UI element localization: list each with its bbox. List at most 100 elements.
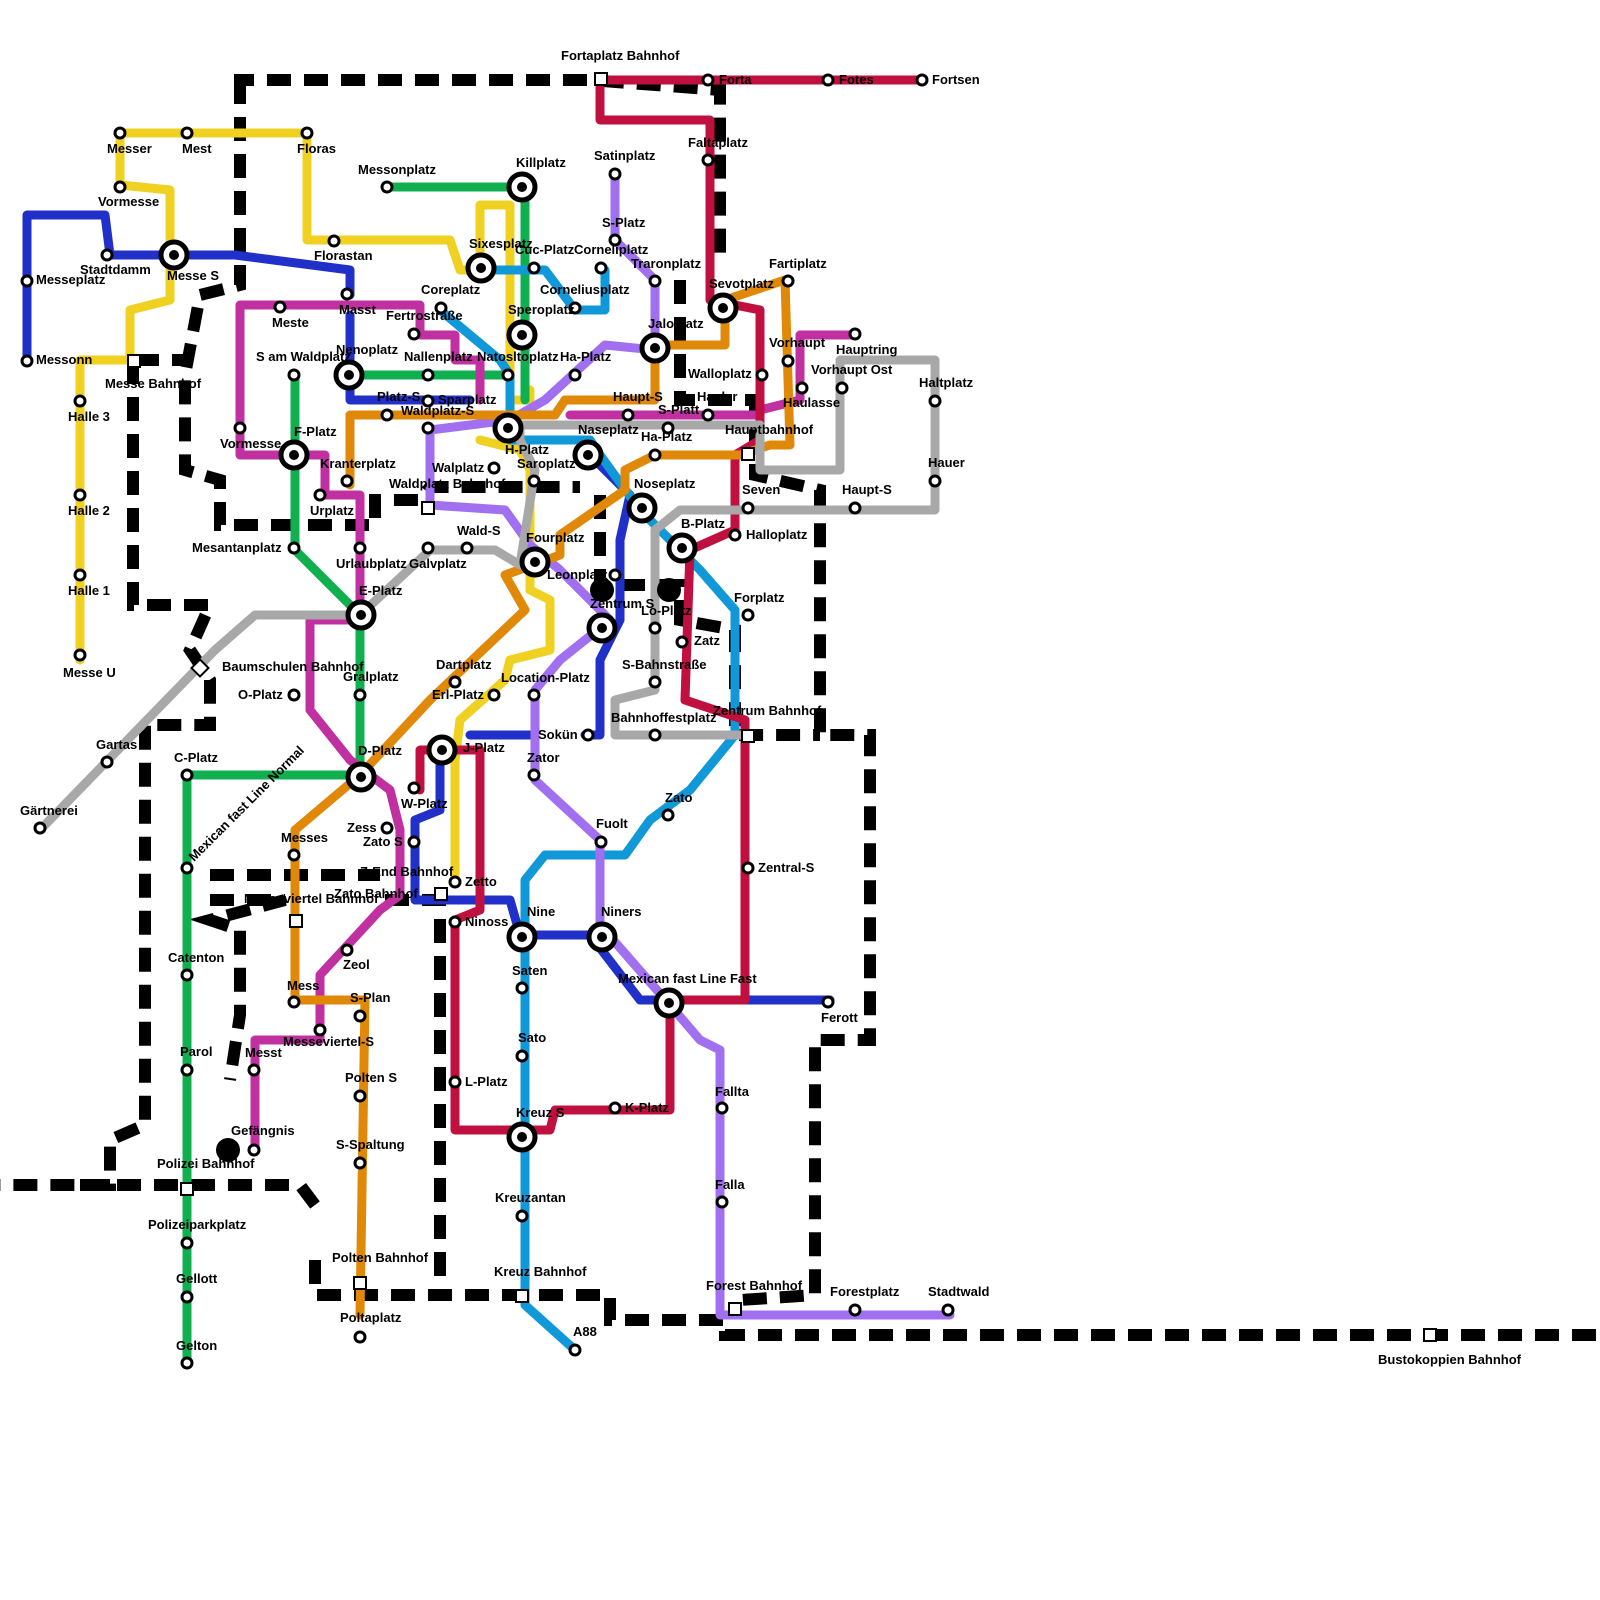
stop[interactable] — [382, 823, 392, 833]
stop[interactable] — [783, 356, 793, 366]
stop[interactable] — [275, 302, 285, 312]
station-square[interactable] — [435, 888, 447, 900]
stop[interactable] — [182, 128, 192, 138]
interchange-d-platz[interactable] — [348, 764, 374, 790]
interchange-niners[interactable] — [589, 924, 615, 950]
station-square[interactable] — [1424, 1329, 1436, 1341]
stop[interactable] — [342, 289, 352, 299]
stop[interactable] — [650, 276, 660, 286]
stop[interactable] — [823, 997, 833, 1007]
interchange-sixesplatz[interactable] — [468, 255, 494, 281]
stop[interactable] — [917, 75, 927, 85]
interchange-killplatz[interactable] — [509, 174, 535, 200]
stop[interactable] — [409, 329, 419, 339]
stop[interactable] — [529, 476, 539, 486]
interchange-noseplatz[interactable] — [629, 495, 655, 521]
interchange-fourplatz[interactable] — [522, 549, 548, 575]
stop[interactable] — [610, 1103, 620, 1113]
interchange-naseplatz[interactable] — [575, 442, 601, 468]
stop[interactable] — [570, 1345, 580, 1355]
stop[interactable] — [182, 1238, 192, 1248]
stop[interactable] — [355, 543, 365, 553]
interchange-nenoplatz[interactable] — [336, 362, 362, 388]
stop[interactable] — [355, 690, 365, 700]
stop[interactable] — [583, 730, 593, 740]
stop[interactable] — [75, 650, 85, 660]
stop[interactable] — [329, 236, 339, 246]
stop[interactable] — [289, 370, 299, 380]
station-square[interactable] — [729, 1303, 741, 1315]
stop[interactable] — [930, 396, 940, 406]
station-square[interactable] — [742, 730, 754, 742]
station-square[interactable] — [181, 1183, 193, 1195]
stop[interactable] — [489, 463, 499, 473]
station-square[interactable] — [290, 915, 302, 927]
stop[interactable] — [102, 250, 112, 260]
stop[interactable] — [182, 970, 192, 980]
stop[interactable] — [596, 263, 606, 273]
station-square[interactable] — [128, 355, 140, 367]
stop[interactable] — [717, 1197, 727, 1207]
stop[interactable] — [529, 770, 539, 780]
stop[interactable] — [517, 1211, 527, 1221]
stop[interactable] — [703, 75, 713, 85]
stop[interactable] — [342, 945, 352, 955]
stop[interactable] — [182, 1292, 192, 1302]
stop[interactable] — [837, 383, 847, 393]
stop[interactable] — [650, 730, 660, 740]
interchange-e-platz[interactable] — [348, 602, 374, 628]
interchange-jaloplatz[interactable] — [642, 335, 668, 361]
stop[interactable] — [35, 823, 45, 833]
stop[interactable] — [355, 1011, 365, 1021]
stop[interactable] — [943, 1305, 953, 1315]
stop[interactable] — [623, 410, 633, 420]
stop[interactable] — [289, 543, 299, 553]
stop[interactable] — [409, 783, 419, 793]
stop[interactable] — [517, 983, 527, 993]
stop[interactable] — [182, 863, 192, 873]
stop[interactable] — [289, 997, 299, 1007]
stop[interactable] — [382, 410, 392, 420]
stop[interactable] — [382, 182, 392, 192]
stop[interactable] — [503, 370, 513, 380]
stop[interactable] — [650, 623, 660, 633]
stop[interactable] — [703, 155, 713, 165]
stop[interactable] — [75, 570, 85, 580]
stop[interactable] — [249, 1145, 259, 1155]
stop[interactable] — [529, 263, 539, 273]
stop[interactable] — [529, 690, 539, 700]
interchange-mexican-fast[interactable] — [656, 990, 682, 1016]
stop[interactable] — [355, 1158, 365, 1168]
stop[interactable] — [315, 490, 325, 500]
stop[interactable] — [850, 329, 860, 339]
stop[interactable] — [450, 917, 460, 927]
stop[interactable] — [75, 396, 85, 406]
stop[interactable] — [717, 1103, 727, 1113]
stop[interactable] — [517, 1051, 527, 1061]
stop[interactable] — [289, 850, 299, 860]
stop[interactable] — [743, 863, 753, 873]
interchange-nine[interactable] — [509, 924, 535, 950]
interchange-messe-s[interactable] — [161, 242, 187, 268]
stop[interactable] — [757, 370, 767, 380]
stop[interactable] — [850, 503, 860, 513]
interchange-f-platz[interactable] — [281, 442, 307, 468]
stop[interactable] — [610, 169, 620, 179]
stop[interactable] — [289, 690, 299, 700]
stop[interactable] — [610, 570, 620, 580]
interchange-zentrum-s[interactable] — [589, 615, 615, 641]
interchange-h-platz[interactable] — [495, 415, 521, 441]
stop[interactable] — [930, 476, 940, 486]
stop[interactable] — [302, 128, 312, 138]
stop[interactable] — [462, 543, 472, 553]
interchange-speroplatz[interactable] — [509, 322, 535, 348]
stop[interactable] — [489, 690, 499, 700]
stop[interactable] — [743, 503, 753, 513]
interchange-kreuz-s[interactable] — [509, 1124, 535, 1150]
stop[interactable] — [663, 810, 673, 820]
stop[interactable] — [730, 530, 740, 540]
stop[interactable] — [823, 75, 833, 85]
stop[interactable] — [22, 276, 32, 286]
stop[interactable] — [235, 423, 245, 433]
station-square[interactable] — [354, 1277, 366, 1289]
